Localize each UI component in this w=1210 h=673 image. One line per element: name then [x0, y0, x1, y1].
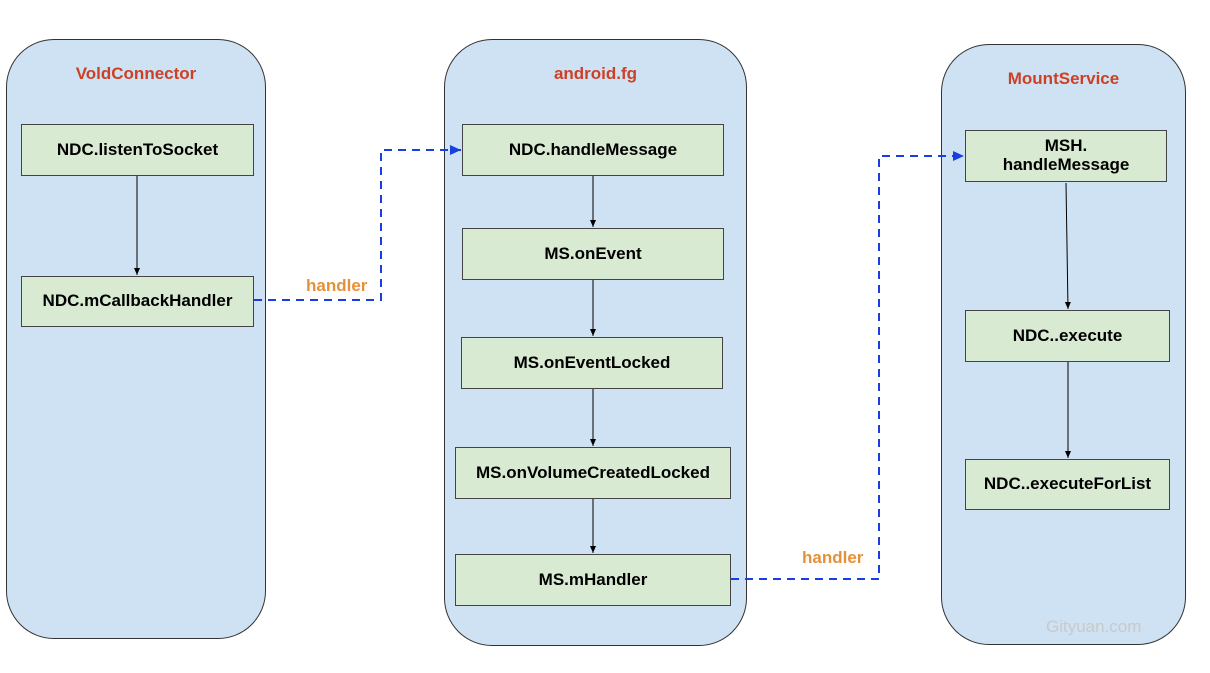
node-execute-for-list: NDC..executeForList	[965, 459, 1170, 510]
edge-label-handler-1: handler	[306, 276, 368, 295]
arrow-msh-to-execute	[1064, 182, 1071, 310]
edge-label-handler-2: handler	[802, 548, 864, 567]
watermark: Gityuan.com	[1046, 617, 1142, 636]
lane-title-android-fg: android.fg	[553, 64, 638, 83]
lane-title-voldconnector: VoldConnector	[75, 64, 197, 83]
node-execute: NDC..execute	[965, 310, 1170, 362]
lane-title-mountservice: MountService	[1007, 69, 1120, 88]
node-handle-message: NDC.handleMessage	[462, 124, 724, 176]
node-m-handler: MS.mHandler	[455, 554, 731, 606]
node-msh-handle-message: MSH. handleMessage	[965, 130, 1167, 182]
node-on-event: MS.onEvent	[462, 228, 724, 280]
dashed-link-handler-1	[254, 145, 461, 301]
node-m-callback-handler: NDC.mCallbackHandler	[21, 276, 254, 327]
node-on-event-locked: MS.onEventLocked	[461, 337, 723, 389]
node-on-volume-created-locked: MS.onVolumeCreatedLocked	[455, 447, 731, 499]
node-listen-to-socket: NDC.listenToSocket	[21, 124, 254, 176]
dashed-link-handler-2	[731, 151, 964, 580]
